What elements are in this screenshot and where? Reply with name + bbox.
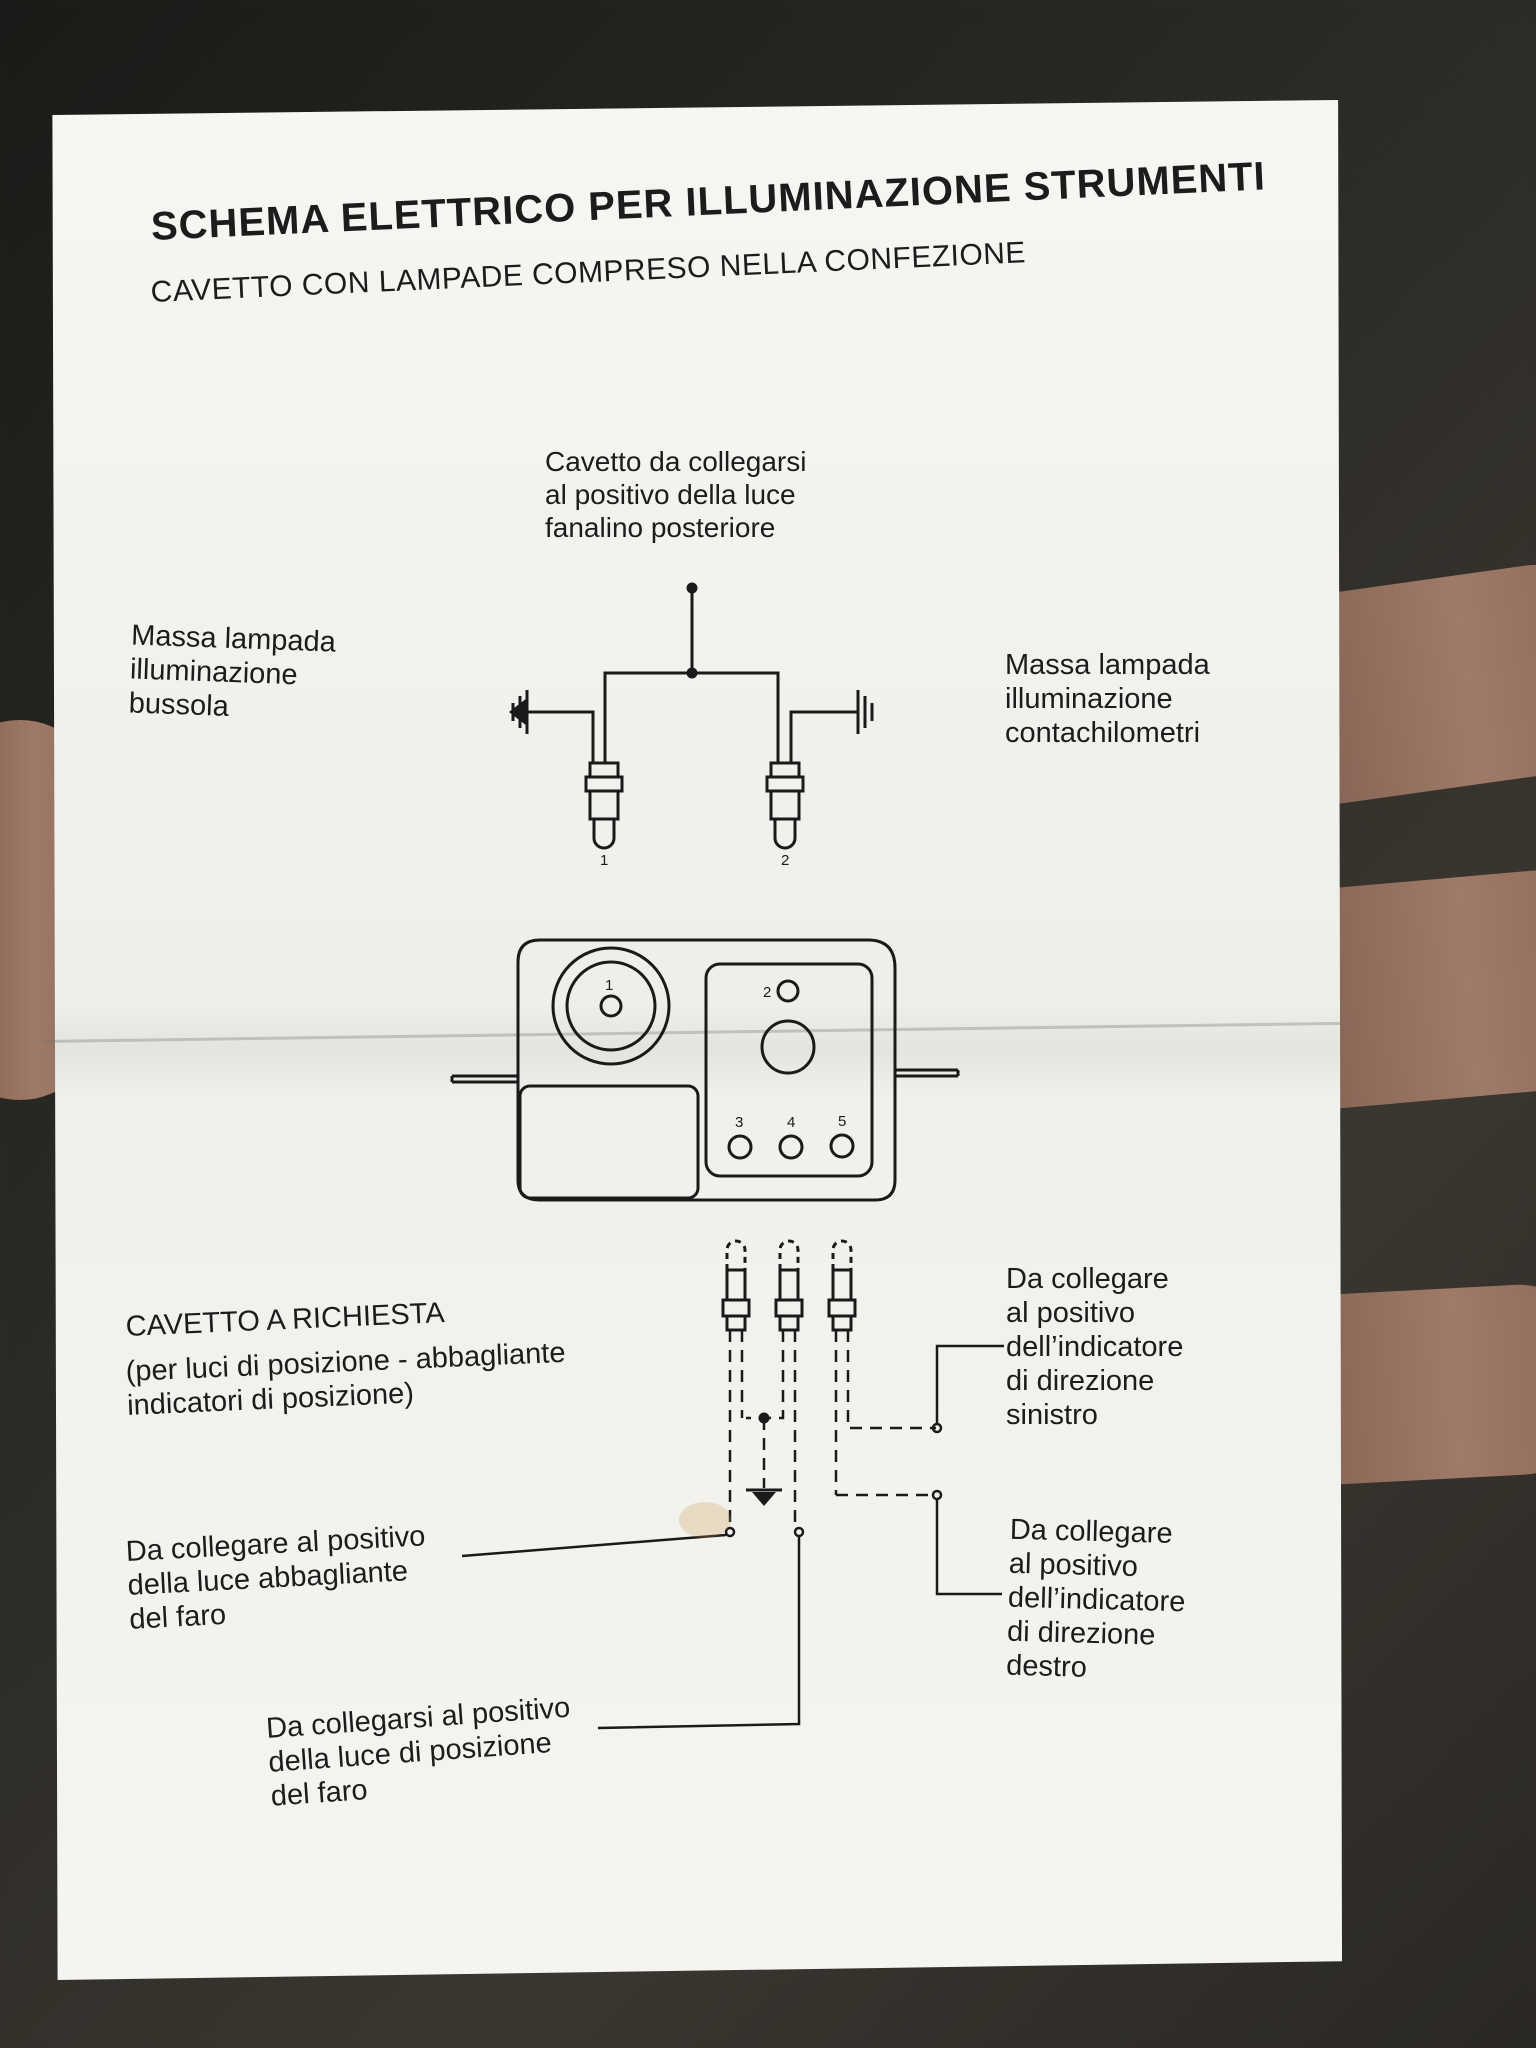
terminal-leads [461,1344,1004,1730]
plug-4-icon [774,1239,804,1332]
ground-bottom-icon [746,1488,782,1506]
plug-3-icon [721,1239,751,1332]
socket-1-number: 1 [605,977,613,994]
socket-4 [778,1134,804,1160]
socket-1 [599,994,623,1018]
socket-3 [727,1134,753,1160]
socket-5 [829,1133,855,1159]
bulb-number-labels: 1 2 1 2 3 4 5 [600,852,846,1131]
label-left-indicator: Da collegare al positivo dell’indicatore… [1006,1263,1184,1431]
socket-2-number: 2 [763,984,771,1001]
odometer-panel [704,962,874,1178]
bulb-1-icon [584,761,624,850]
bulb-1-number: 1 [600,852,608,869]
instruction-sheet [52,100,1342,1980]
label-ground-right: Massa lampada illuminazione contachilome… [1005,649,1210,749]
socket-2 [776,979,800,1003]
odometer-dial [760,1019,816,1075]
optional-cable-wires [728,1330,936,1530]
bulb-2-number: 2 [781,852,789,869]
top-bulb-wiring [509,582,874,763]
ground-left-icon [509,690,529,734]
ground-right-icon [856,690,874,734]
socket-4-number: 4 [787,1114,795,1131]
plug-5-icon [827,1239,857,1332]
compass-dial [551,946,671,1066]
paper-stain [679,1502,731,1538]
socket-3-number: 3 [735,1114,743,1131]
display-panel [518,1084,700,1200]
socket-5-number: 5 [838,1113,846,1130]
label-top-wire: Cavetto da collegarsi al positivo della … [545,446,807,543]
bulb-2-icon [765,761,805,850]
instrument-cluster [450,938,960,1202]
optional-cable-plugs [721,1239,857,1332]
